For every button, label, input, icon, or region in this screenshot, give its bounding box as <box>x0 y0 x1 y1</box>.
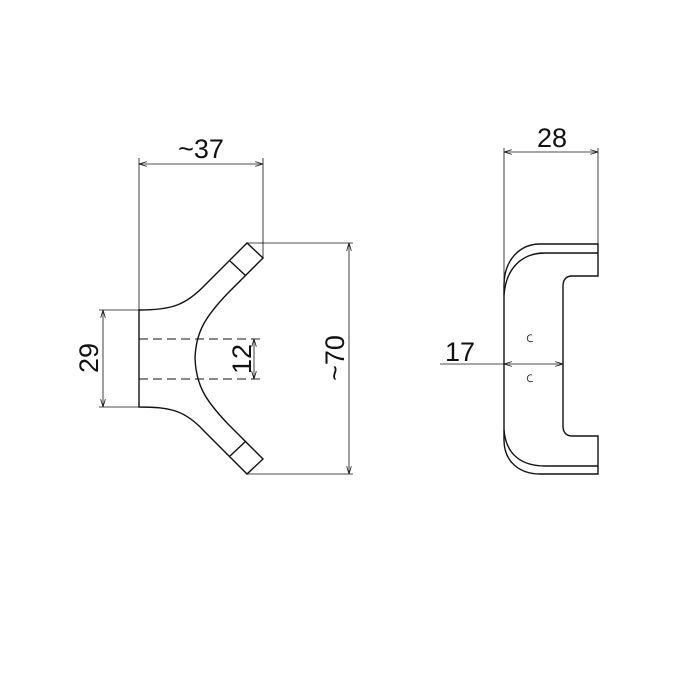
dimension-height-label: ~70 <box>320 335 350 381</box>
side-edge-line-top <box>503 252 598 296</box>
side-view-hook <box>503 243 599 475</box>
arm-cap-line-top <box>229 260 247 277</box>
side-outline <box>503 243 599 475</box>
dimension-inner-depth-label: 17 <box>445 337 475 367</box>
dimension-width: ~37 <box>138 134 264 310</box>
dimension-hole-spacing-label: 12 <box>227 344 257 374</box>
dimension-hole-spacing: 12 <box>227 339 257 379</box>
dimension-base-height-label: 29 <box>74 343 104 373</box>
dimension-base-height: 29 <box>74 309 139 408</box>
dimension-width-label: ~37 <box>178 134 224 164</box>
dimension-inner-depth: 17 <box>440 337 563 367</box>
screw-hole-bottom <box>526 374 534 383</box>
dimension-depth: 28 <box>503 123 599 290</box>
front-view-hook <box>138 242 265 475</box>
dimension-height: ~70 <box>247 242 353 475</box>
hook-outline <box>138 242 265 475</box>
arm-cap-line-bottom <box>229 440 247 457</box>
screw-hole-top <box>526 334 534 343</box>
dimension-depth-label: 28 <box>537 123 567 153</box>
side-edge-line-bottom <box>503 429 598 467</box>
